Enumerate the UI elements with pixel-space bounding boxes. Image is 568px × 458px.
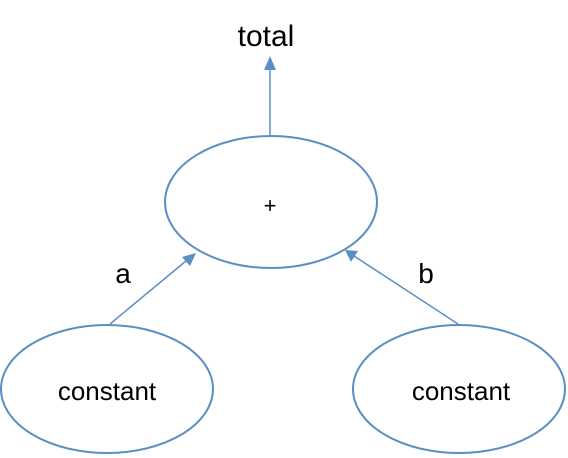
edge-label-a: a: [115, 258, 131, 289]
output-arrow: [264, 56, 276, 138]
input-node-right-label: constant: [412, 376, 511, 406]
edge-a: a: [109, 253, 196, 325]
edge-b: b: [345, 250, 459, 325]
input-node-left-ellipse: [0, 324, 214, 454]
operator-node-plus: +: [164, 135, 378, 269]
input-node-right: constant: [352, 324, 566, 454]
edge-label-b: b: [418, 258, 434, 289]
operator-symbol: +: [264, 193, 277, 218]
edge-a-arrowhead: [182, 253, 196, 266]
input-node-left-label: constant: [58, 376, 157, 406]
output-arrowhead: [264, 56, 276, 70]
output-label-total: total: [238, 20, 295, 53]
operator-node-ellipse: [164, 135, 378, 269]
input-node-right-ellipse: [352, 324, 566, 454]
edge-b-line: [353, 255, 459, 325]
edge-b-arrowhead: [345, 250, 358, 262]
edge-a-line: [109, 260, 187, 325]
input-node-left: constant: [0, 324, 214, 454]
